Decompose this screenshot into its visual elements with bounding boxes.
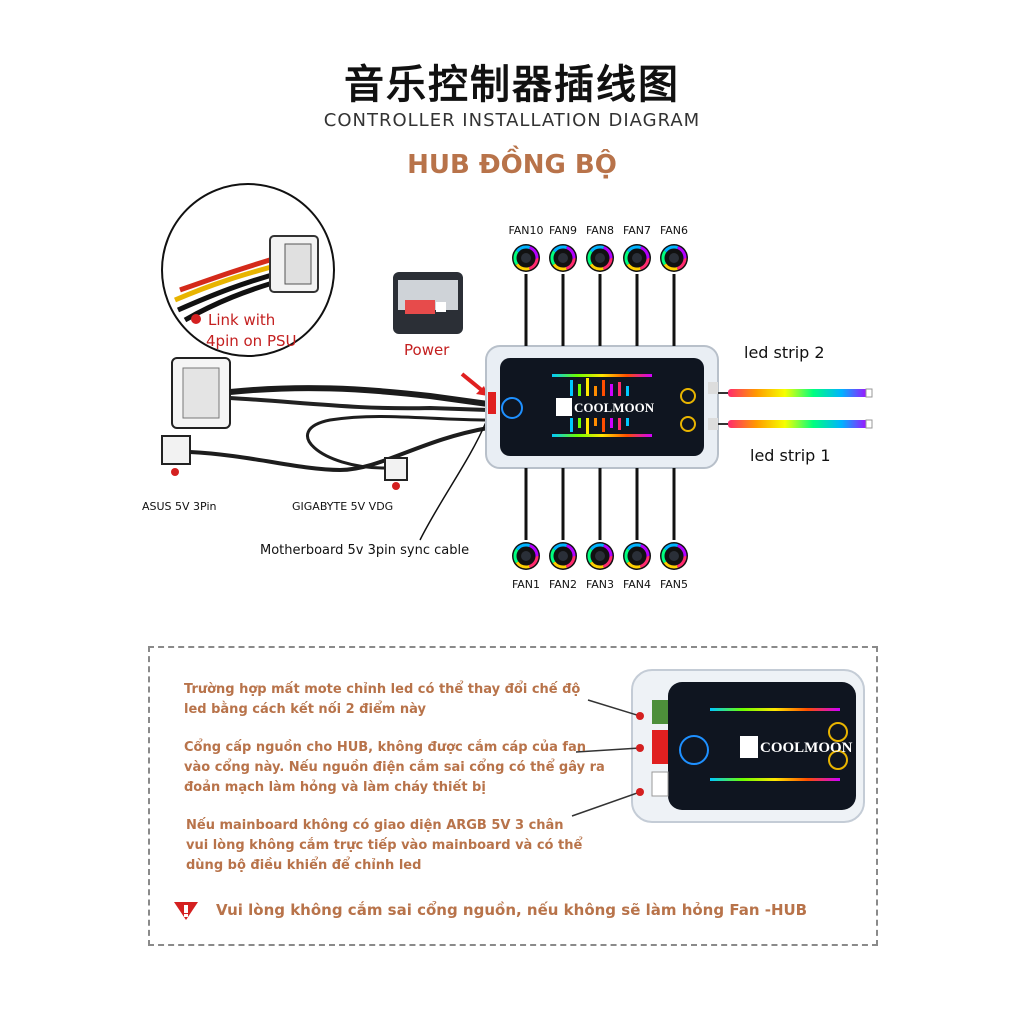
note-led-reset: Trường hợp mất mote chỉnh led có thể tha…: [184, 680, 624, 720]
fan-label-top-1: FAN10: [508, 224, 544, 237]
fan-label-bottom-5: FAN5: [659, 578, 689, 591]
warning-icon: [174, 902, 198, 920]
note-led-reset-line2: led bằng cách kết nối 2 điểm này: [184, 702, 426, 717]
note-argb: Nếu mainboard không có giao diện ARGB 5V…: [186, 816, 626, 876]
fan-top-fan7: [623, 244, 651, 272]
fan-bottom-fan4: [623, 542, 651, 570]
asus-connector: [161, 435, 191, 476]
hub-body: [485, 345, 719, 469]
gigabyte-label: GIGABYTE 5V VDG: [292, 500, 394, 513]
title-english: CONTROLLER INSTALLATION DIAGRAM: [323, 110, 701, 131]
fan-layer: [512, 244, 688, 570]
hub-brand-label: COOLMOON: [574, 400, 655, 415]
fan-label-top-3: FAN8: [585, 224, 615, 237]
note-argb-line2: vui lòng không cắm trực tiếp vào mainboa…: [186, 838, 583, 853]
note-power-port-line2: vào cổng này. Nếu nguồn điện cắm sai cổn…: [184, 760, 605, 775]
fan-bottom-fan3: [586, 542, 614, 570]
note-led-reset-line1: Trường hợp mất mote chỉnh led có thể tha…: [184, 682, 581, 697]
note-power-port-line1: Cổng cấp nguồn cho HUB, không được cắm c…: [184, 740, 587, 755]
power-port-photo: [393, 272, 463, 334]
fan-label-bottom-1: FAN1: [511, 578, 541, 591]
notes-box: [148, 646, 878, 946]
fan-top-fan6: [660, 244, 688, 272]
fan-bottom-fan5: [660, 542, 688, 570]
note-power-port: Cổng cấp nguồn cho HUB, không được cắm c…: [184, 738, 624, 798]
warning-text: Vui lòng không cắm sai cổng nguồn, nếu k…: [216, 901, 808, 919]
fan-label-top-2: FAN9: [548, 224, 578, 237]
led-strip-1: [718, 419, 873, 429]
fan-label-bottom-3: FAN3: [585, 578, 615, 591]
fan-label-top-4: FAN7: [622, 224, 652, 237]
molex-connector: [171, 357, 231, 429]
led-strip-2-label: led strip 2: [744, 343, 825, 362]
gigabyte-connector: [384, 457, 408, 490]
fan-bottom-fan1: [512, 542, 540, 570]
hub-detail-brand-label: COOLMOON: [760, 740, 853, 756]
hub-detail-photo: [571, 669, 865, 823]
fan-label-top-5: FAN6: [659, 224, 689, 237]
note-argb-line3: dùng bộ điều khiển để chỉnh led: [186, 858, 422, 873]
fan-label-bottom-2: FAN2: [548, 578, 578, 591]
psu-link-label-line2: 4pin on PSU: [206, 332, 297, 350]
fan-top-fan9: [549, 244, 577, 272]
fan-top-fan10: [512, 244, 540, 272]
led-strip-2: [718, 388, 873, 398]
fan-bottom-fan2: [549, 542, 577, 570]
equalizer-bars: [552, 374, 652, 437]
sync-cable-label: Motherboard 5v 3pin sync cable: [260, 543, 470, 558]
title-chinese: 音乐控制器插线图: [344, 62, 680, 108]
led-strip-1-label: led strip 1: [750, 446, 831, 465]
fan-label-bottom-4: FAN4: [622, 578, 652, 591]
power-label: Power: [404, 341, 450, 359]
psu-link-label-line1: Link with: [208, 311, 276, 329]
note-argb-line1: Nếu mainboard không có giao diện ARGB 5V…: [186, 818, 564, 833]
psu-connector-callout: [161, 183, 335, 357]
fan-top-fan8: [586, 244, 614, 272]
title-hub: HUB ĐỒNG BỘ: [407, 150, 617, 180]
asus-label: ASUS 5V 3Pin: [142, 500, 217, 513]
note-power-port-line3: đoản mạch làm hỏng và làm cháy thiết bị: [184, 780, 486, 795]
